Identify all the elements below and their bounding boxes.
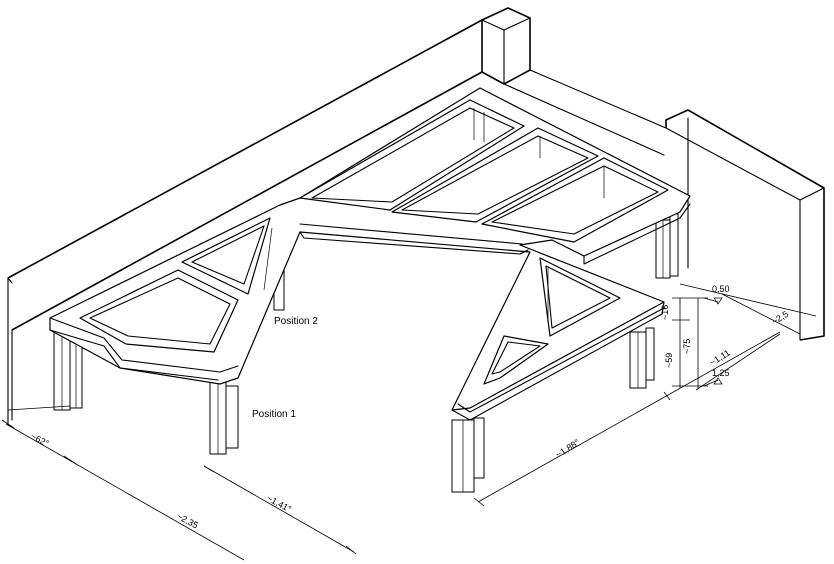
dim-050: 0,50 xyxy=(712,284,730,294)
dim-059: ~59 xyxy=(664,353,674,368)
position-2-label: Position 2 xyxy=(274,316,318,327)
dim-075: ~75 xyxy=(682,339,692,354)
dim-188: ~1,88° xyxy=(554,437,582,460)
back-wall xyxy=(7,19,483,426)
dim-141: ~1,41° xyxy=(265,493,293,514)
steel-frame xyxy=(49,87,691,421)
wall-pillar xyxy=(481,7,531,85)
dimension-lines xyxy=(1,283,817,561)
dim-062: ~62° xyxy=(29,431,51,449)
dim-111: ~1,11 xyxy=(708,347,732,367)
position-1-label: Position 1 xyxy=(252,409,296,420)
dim-125: 1,25 xyxy=(712,368,730,378)
posts xyxy=(53,213,679,493)
dim-016: ~16 xyxy=(660,305,670,320)
right-wall xyxy=(503,69,825,341)
